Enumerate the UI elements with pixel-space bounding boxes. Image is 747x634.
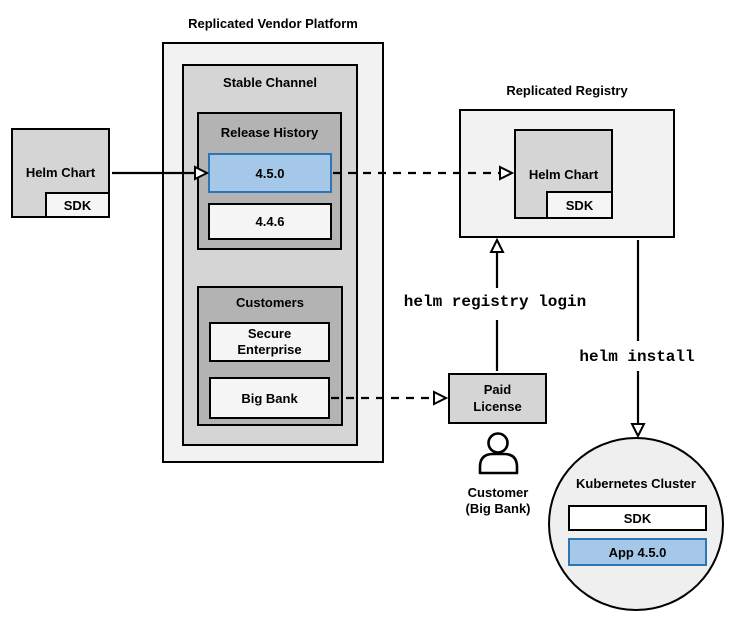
source-helm-chart-label: Helm Chart (25, 165, 96, 180)
source-sdk-label: SDK (63, 197, 92, 213)
kubernetes-cluster-label: Kubernetes Cluster (576, 476, 696, 491)
customer-caption: Customer (Big Bank) (438, 485, 558, 517)
cluster-sdk-label: SDK (623, 510, 652, 526)
helm-install-command: helm install (579, 348, 695, 366)
helm-registry-login-command: helm registry login (403, 293, 587, 311)
registry-sdk-box: SDK (546, 191, 613, 219)
release-4-5-0-label: 4.5.0 (255, 165, 285, 181)
customer-caption-line2: (Big Bank) (465, 501, 531, 516)
paid-license-line1: Paid (483, 381, 512, 397)
cluster-sdk-box: SDK (568, 505, 707, 531)
customer-big-bank-label: Big Bank (241, 390, 298, 406)
stable-channel-label: Stable Channel (223, 75, 317, 90)
customer-big-bank: Big Bank (209, 377, 330, 419)
person-icon (478, 432, 519, 475)
registry-sdk-label: SDK (565, 197, 594, 213)
vendor-platform-title: Replicated Vendor Platform (188, 16, 358, 31)
customer-caption-line1: Customer (467, 485, 529, 500)
release-history-label: Release History (220, 125, 319, 140)
arrow-registry-to-cluster (630, 240, 646, 439)
paid-license-box: Paid License (448, 373, 547, 424)
release-4-4-6: 4.4.6 (208, 203, 332, 240)
customers-label: Customers (236, 295, 304, 310)
release-4-5-0: 4.5.0 (208, 153, 332, 193)
source-sdk-box: SDK (45, 192, 110, 218)
registry-helm-chart-label: Helm Chart (528, 167, 599, 182)
customer-secure-enterprise: Secure Enterprise (209, 322, 330, 362)
customer-secure-enterprise-label: Secure Enterprise (237, 325, 302, 357)
paid-license-line2: License (473, 398, 522, 414)
cluster-app-box: App 4.5.0 (568, 538, 707, 566)
cluster-app-label: App 4.5.0 (608, 544, 667, 560)
release-4-4-6-label: 4.4.6 (255, 214, 285, 229)
registry-title: Replicated Registry (506, 83, 628, 98)
